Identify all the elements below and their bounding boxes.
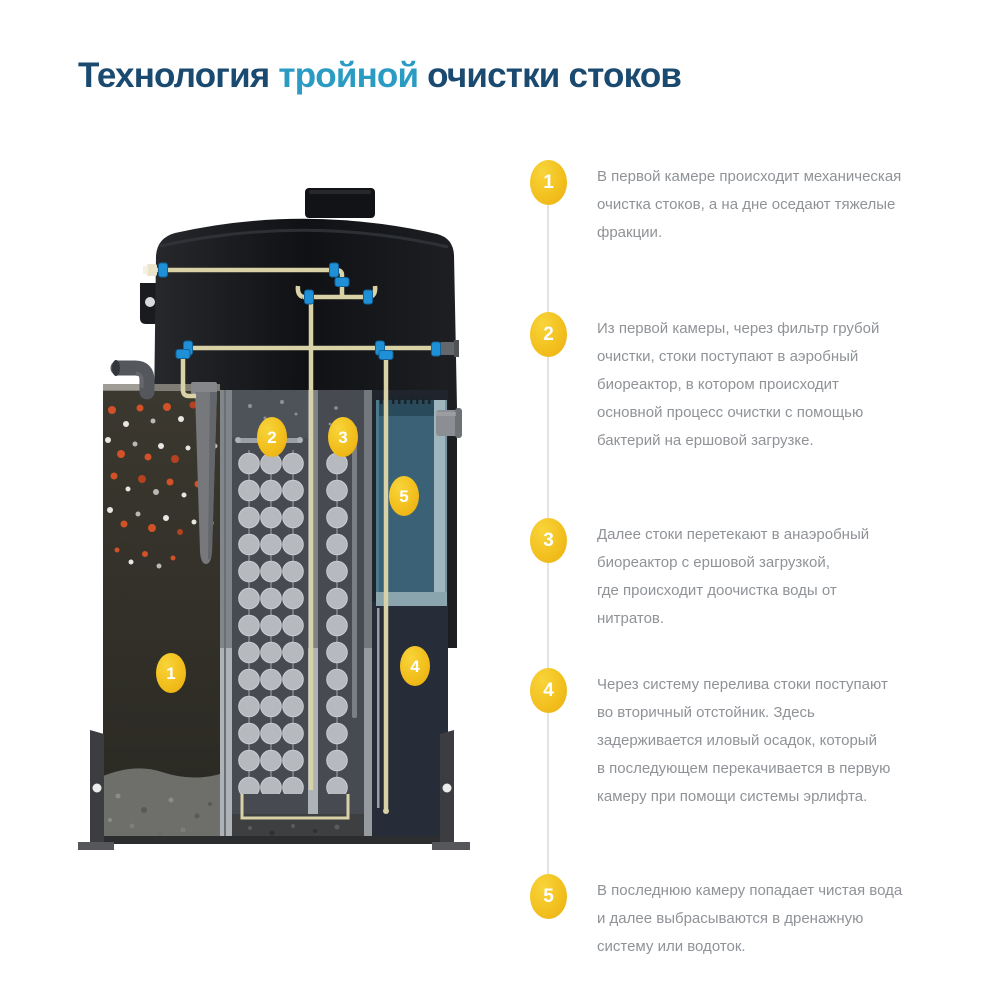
marker-label: 3: [338, 428, 347, 447]
step-badge-4: 4: [530, 668, 567, 713]
marker-label: 1: [166, 664, 175, 683]
step-badge-1: 1: [530, 160, 567, 205]
septic-tank-cutaway-illustration: 1 2 3 4 5: [78, 188, 470, 850]
step-text-4: Через систему перелива стоки поступают в…: [597, 676, 891, 805]
marker-label: 4: [410, 657, 420, 676]
bottom-sediment: [103, 768, 220, 844]
chamber-3-anaerobic-bioreactor: [318, 390, 364, 844]
partition-wall-3: [364, 390, 372, 844]
inlet-elbow-pipe: [110, 360, 155, 400]
step-number: 2: [543, 323, 554, 345]
coarse-filter-tube: [191, 382, 217, 564]
page-title: Технология тройной очистки стоков: [78, 56, 682, 96]
diagram-marker-5: 5: [389, 476, 419, 516]
chamber-2-aerobic-bioreactor: [232, 390, 308, 844]
partition-wall-1-edge: [224, 390, 226, 844]
step-badge-3: 3: [530, 518, 567, 563]
step-text-3: Далее стоки перетекают в анаэробный биор…: [597, 526, 870, 627]
marker-label: 2: [267, 428, 276, 447]
biofilter-discs: [238, 450, 304, 794]
step-text-1: В первой камере происходит механическая …: [597, 168, 902, 241]
step-text-2: Из первой камеры, через фильтр грубой оч…: [597, 320, 880, 449]
outlet-pipe: [436, 408, 462, 438]
tank-base: [103, 836, 448, 844]
step-badge-5: 5: [530, 874, 567, 919]
step-badge-2: 2: [530, 312, 567, 357]
pipe-fittings: [158, 262, 441, 360]
tank-neck: [305, 188, 375, 218]
step-number: 5: [543, 885, 554, 907]
diagram-marker-4: 4: [400, 646, 430, 686]
diagram-marker-2: 2: [257, 417, 287, 457]
diagram-marker-3: 3: [328, 417, 358, 457]
title-part1: Технология: [78, 56, 279, 95]
step-text-5: В последнюю камеру попадает чистая вода …: [597, 882, 903, 955]
support-rod: [352, 426, 357, 718]
diagram-marker-1: 1: [156, 653, 186, 693]
mounting-feet: [78, 730, 470, 850]
chamber-1-primary: [103, 382, 220, 844]
title-highlight: тройной: [278, 56, 419, 95]
step-number: 1: [543, 171, 554, 193]
step-number: 4: [543, 679, 554, 701]
marker-label: 5: [399, 487, 408, 506]
suspended-particles: [105, 401, 218, 569]
title-part2: очистки стоков: [418, 56, 682, 95]
airlift-piping: [143, 262, 459, 814]
biofilter-discs: [326, 450, 348, 794]
step-number: 3: [543, 529, 554, 551]
